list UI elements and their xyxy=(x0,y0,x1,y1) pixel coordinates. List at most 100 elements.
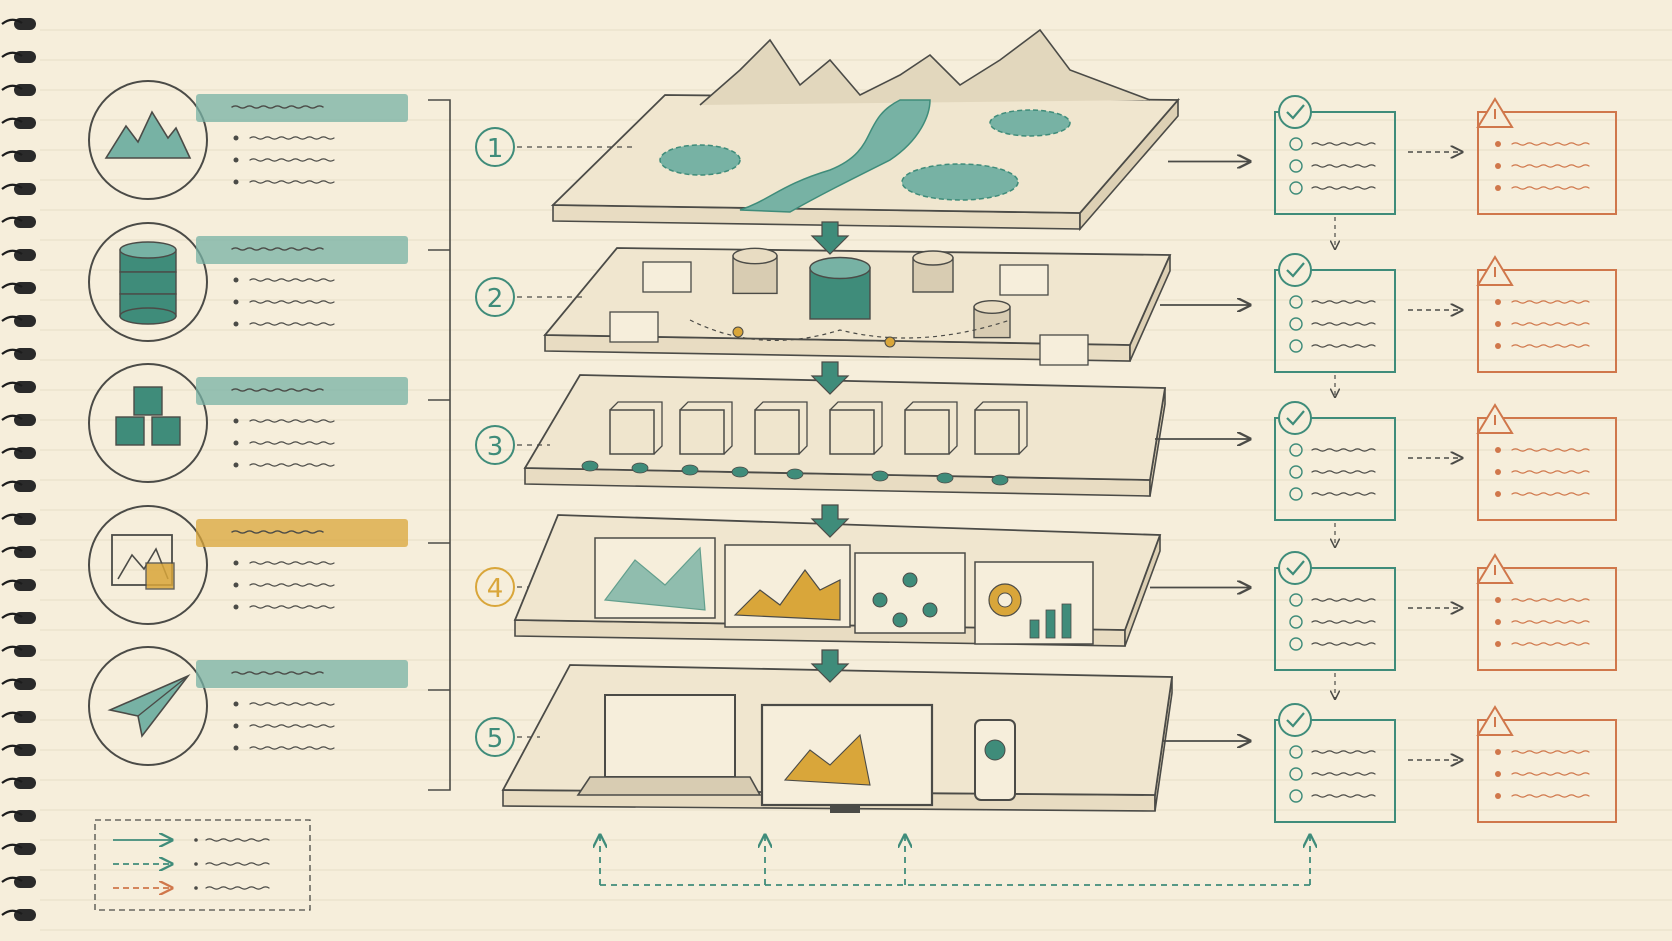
map-shape xyxy=(603,546,706,611)
sample-point xyxy=(581,460,599,472)
highlight-bar xyxy=(196,236,408,264)
bullet-dot xyxy=(233,723,239,729)
scribble-text xyxy=(249,463,335,467)
cube-depth xyxy=(754,401,808,455)
binding-wire xyxy=(1,282,23,289)
scribble-text xyxy=(1311,344,1376,348)
data-cube xyxy=(609,409,655,455)
cube-face xyxy=(115,416,145,446)
storage-content xyxy=(609,247,1089,366)
bullet-dot xyxy=(233,560,239,566)
grouping-bracket xyxy=(428,99,451,791)
scribble-text xyxy=(249,605,335,609)
data-cube xyxy=(904,409,950,455)
scribble-text xyxy=(1311,142,1376,146)
terrain-zone xyxy=(659,144,741,176)
flow-down-arrow xyxy=(810,504,850,538)
scribble-text xyxy=(249,322,335,326)
legend-dot xyxy=(194,886,198,890)
cube-depth xyxy=(829,401,883,455)
chart-panel xyxy=(854,552,966,634)
binding-wire xyxy=(1,711,23,718)
table-sheet xyxy=(1039,334,1089,366)
flow-down-arrow xyxy=(810,649,850,683)
binding-wire xyxy=(1,777,23,784)
db-cap xyxy=(973,300,1011,315)
status-row xyxy=(1274,551,1617,699)
bar-mark xyxy=(1029,619,1040,639)
warning-item-dot xyxy=(1495,641,1501,647)
table-sheet xyxy=(609,311,659,343)
scatter-point xyxy=(922,602,938,618)
icon-circle xyxy=(88,363,208,483)
warning-item-dot xyxy=(1495,163,1501,169)
warning-card xyxy=(1477,111,1617,215)
left-legend-column xyxy=(88,80,408,766)
paper-plane-icon xyxy=(107,674,191,738)
scribble-text xyxy=(249,746,335,750)
scatter-point xyxy=(872,592,888,608)
legend-dot xyxy=(194,838,198,842)
scribble-text xyxy=(205,862,270,866)
check-card xyxy=(1274,269,1396,373)
cube-face xyxy=(133,386,163,416)
scribble-text xyxy=(231,247,324,251)
picture-frame xyxy=(111,534,173,586)
check-item-icon xyxy=(1289,295,1303,309)
bullet-dot xyxy=(233,321,239,327)
icon-circle xyxy=(88,505,208,625)
sample-point xyxy=(786,468,804,480)
warning-item-dot xyxy=(1495,793,1501,799)
scribble-text xyxy=(1511,750,1590,754)
scribble-text xyxy=(1311,772,1376,776)
binding-wire xyxy=(1,381,23,388)
warning-item-dot xyxy=(1495,141,1501,147)
scribble-text xyxy=(1311,750,1376,754)
data-cube xyxy=(754,409,800,455)
scribble-text xyxy=(1311,794,1376,798)
check-mark xyxy=(1286,712,1305,728)
cubes-content xyxy=(581,401,1028,486)
bullet-dot xyxy=(233,418,239,424)
table-sheet xyxy=(642,261,692,293)
bullet-dot xyxy=(233,179,239,185)
check-item-icon xyxy=(1289,443,1303,457)
binding-wire xyxy=(1,150,23,157)
sample-point xyxy=(631,462,649,474)
check-item-icon xyxy=(1289,339,1303,353)
legend-box xyxy=(94,819,311,911)
status-row xyxy=(1274,401,1617,547)
check-mark xyxy=(1286,262,1305,278)
flow-down-arrow xyxy=(810,361,850,395)
binding-wire xyxy=(1,183,23,190)
check-card xyxy=(1274,719,1396,823)
warning-item-dot xyxy=(1495,299,1501,305)
scribble-text xyxy=(1511,142,1590,146)
db-cap xyxy=(732,247,778,265)
scatter-point xyxy=(892,612,908,628)
scribble-text xyxy=(1511,470,1590,474)
binding-wire xyxy=(1,249,23,256)
status-row xyxy=(1274,703,1617,823)
database-icon xyxy=(119,241,177,325)
warning-item-dot xyxy=(1495,469,1501,475)
phone-chart xyxy=(984,739,1006,761)
warning-card xyxy=(1477,567,1617,671)
mountain-range xyxy=(699,28,1151,106)
donut-hole xyxy=(997,592,1013,608)
cube-depth xyxy=(679,401,733,455)
db-top xyxy=(119,241,177,259)
scribble-text xyxy=(1311,322,1376,326)
scribble-text xyxy=(231,388,324,392)
scribble-text xyxy=(1311,448,1376,452)
check-item-icon xyxy=(1289,767,1303,781)
laptop-base xyxy=(576,776,762,796)
devices-content xyxy=(576,694,1016,813)
layer-data-storage xyxy=(517,247,1250,362)
binding-wire xyxy=(1,480,23,487)
sample-point xyxy=(936,472,954,484)
binding-wire xyxy=(1,315,23,322)
scribble-text xyxy=(1511,164,1590,168)
sample-point xyxy=(871,470,889,482)
check-mark xyxy=(1286,104,1305,120)
